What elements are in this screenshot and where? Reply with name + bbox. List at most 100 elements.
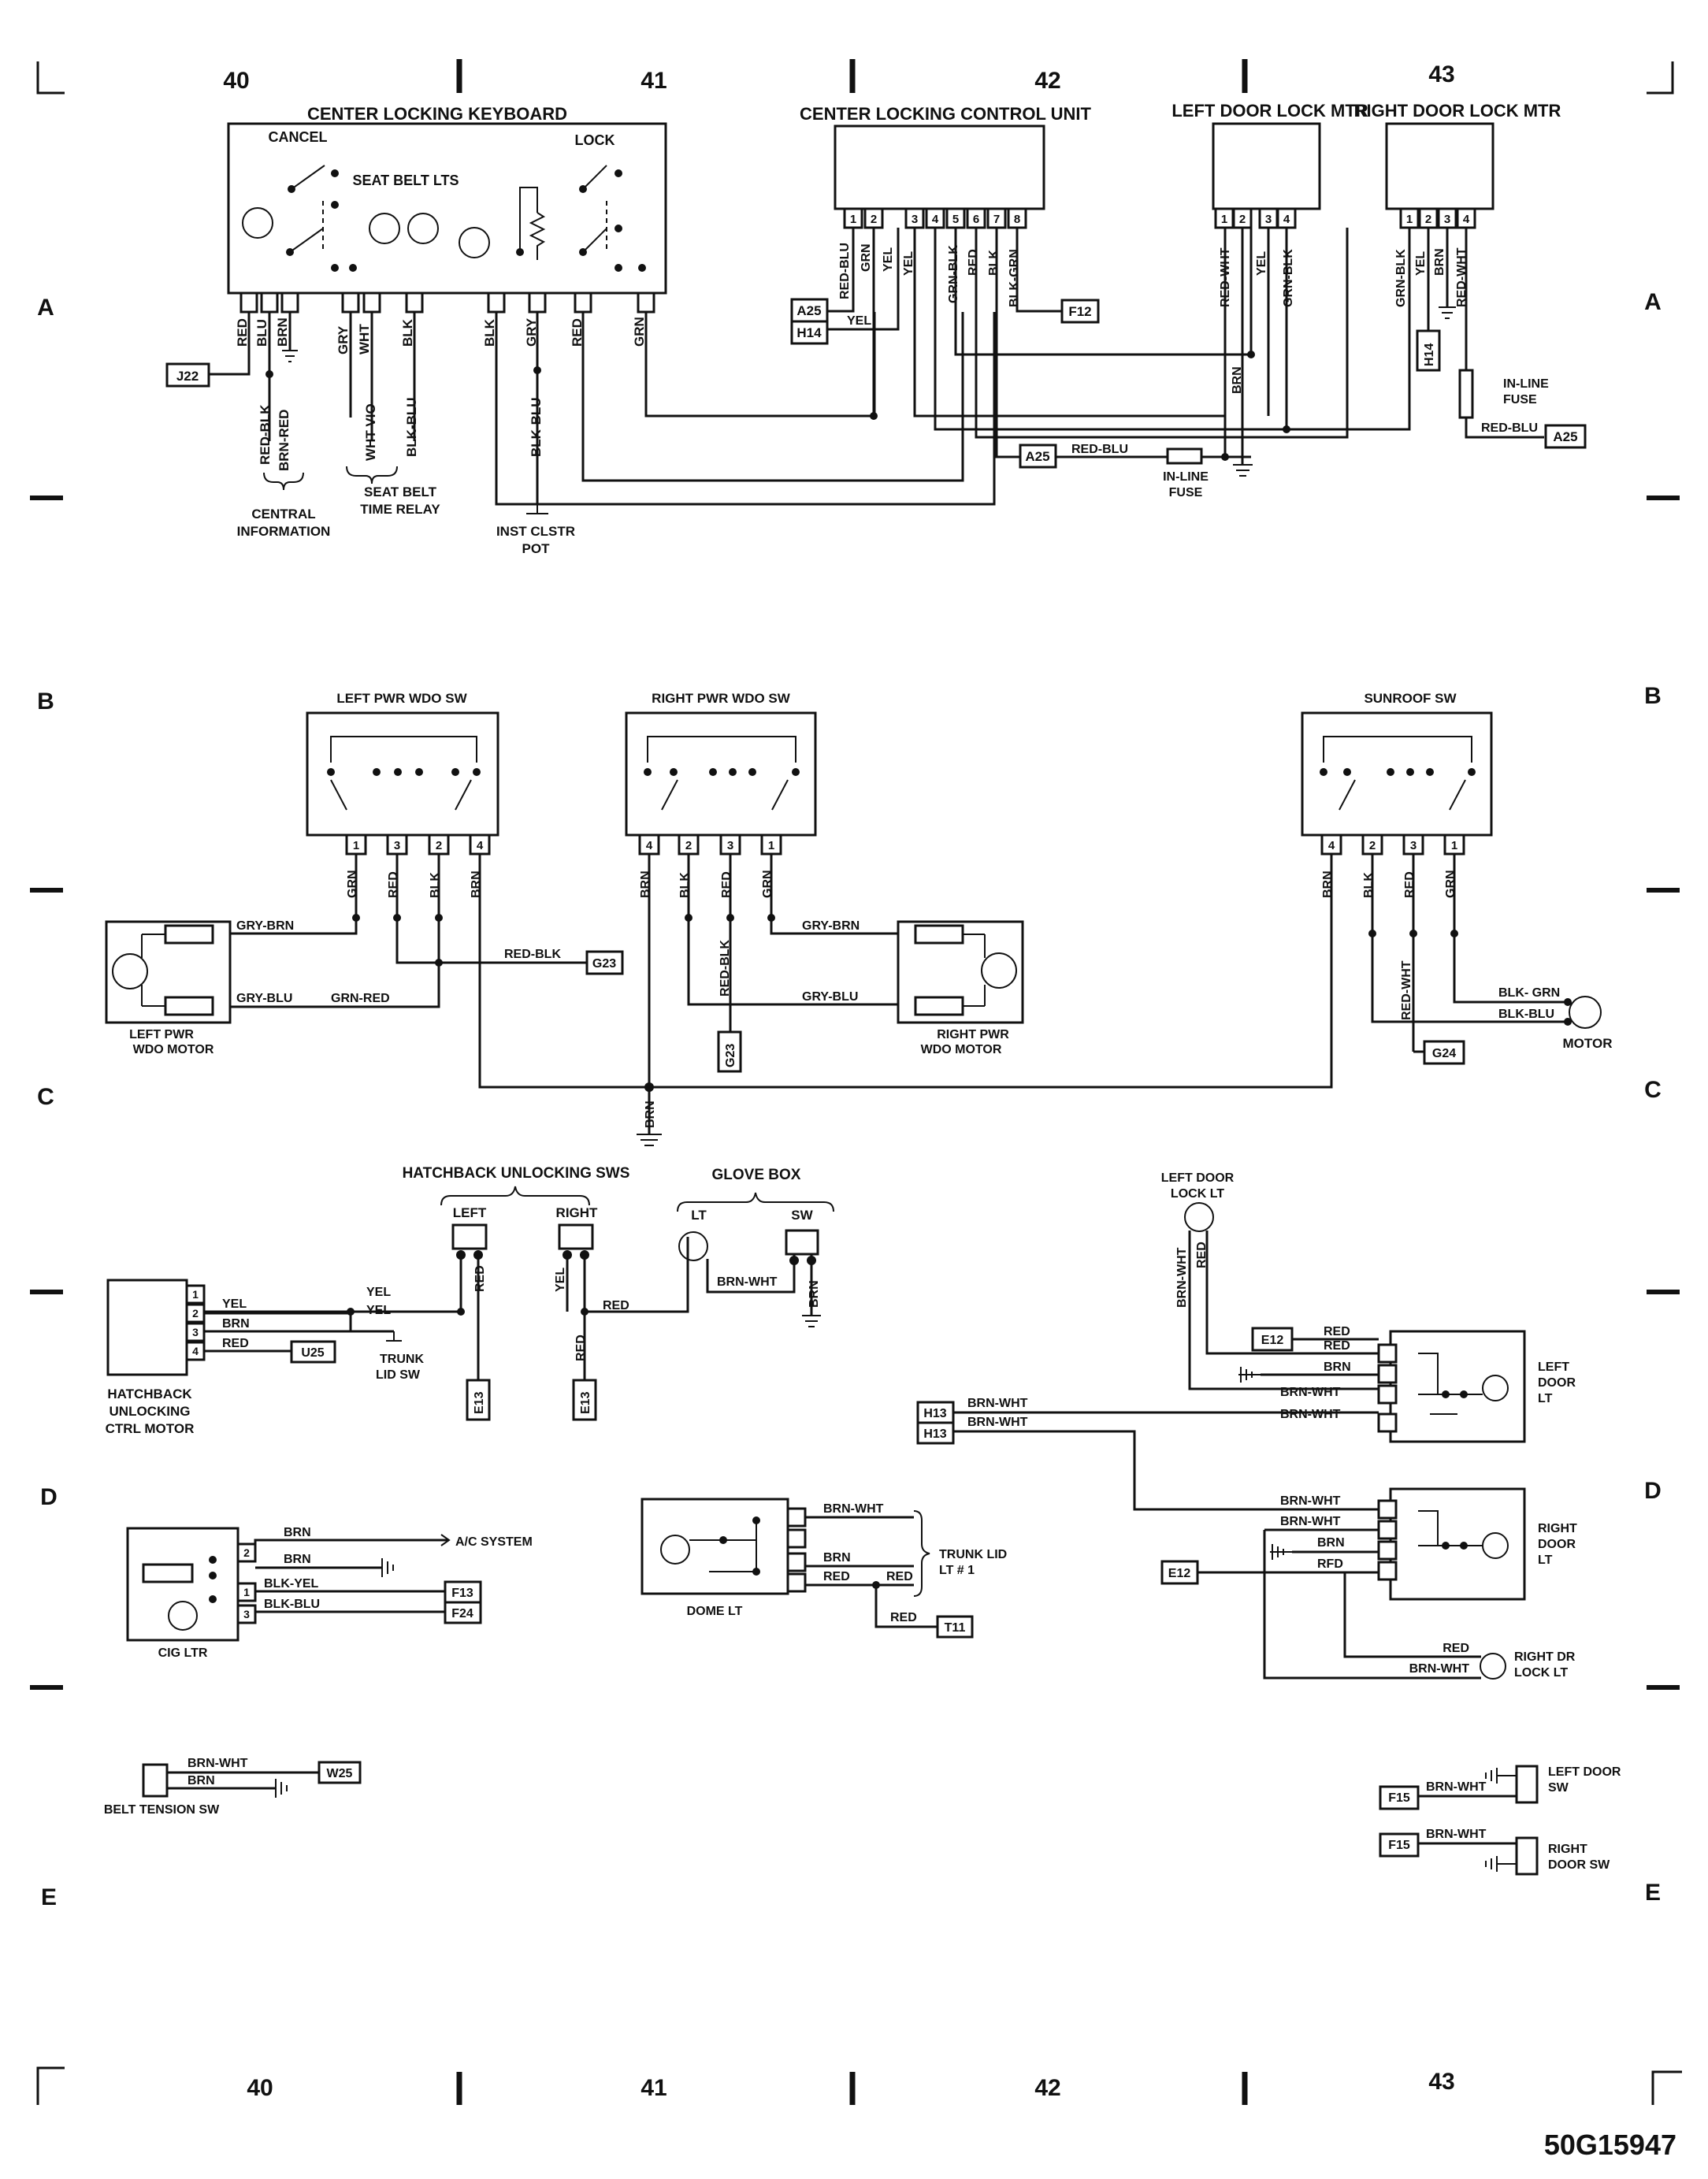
ref-j22: J22 xyxy=(176,369,199,384)
wire-label: GRN xyxy=(632,317,647,347)
right-pwr-wdo-motor: GRY-BRN GRY-BLU RIGHT PWR WDO MOTOR xyxy=(802,919,1024,1056)
wire-label: 5 xyxy=(952,213,959,226)
column-dividers xyxy=(456,59,1248,2105)
wire-label: RED xyxy=(1324,1325,1350,1338)
wire-label: BRN xyxy=(823,1551,851,1565)
wire-label: H13 xyxy=(923,1407,946,1420)
wire-label: 2 xyxy=(685,839,692,852)
wire-label: BLU xyxy=(254,319,269,347)
wire-label: U25 xyxy=(301,1346,324,1360)
row-label: B xyxy=(37,689,54,715)
wire-label: BLK-BLU xyxy=(529,397,544,457)
wire-label: RED xyxy=(1443,1642,1469,1655)
column-label: 43 xyxy=(1428,61,1454,87)
wire-label: LID SW xyxy=(376,1368,421,1382)
center-locking-keyboard: CENTER LOCKING KEYBOARD CANCEL LOCK SEAT… xyxy=(165,104,996,556)
wire-label: BRN xyxy=(808,1280,821,1308)
wire-label: LEFT PWR xyxy=(129,1028,194,1041)
wire-label: 8 xyxy=(1014,213,1020,226)
bulb-icon xyxy=(1480,1653,1506,1680)
wire-label: YEL xyxy=(222,1297,247,1311)
bulb-icon xyxy=(678,1231,708,1261)
wire-label: 4 xyxy=(192,1345,199,1357)
lock-label: LOCK xyxy=(575,132,615,148)
wire-label: 3 xyxy=(394,839,400,852)
wire-label: A/C SYSTEM xyxy=(455,1535,533,1549)
center-locking-control-unit: CENTER LOCKING CONTROL UNIT 1 2 3 4 5 6 … xyxy=(790,104,1349,458)
wire-label: RED-BLK xyxy=(258,404,273,465)
wire-label: IN-LINE xyxy=(1503,377,1549,391)
wire-label: RED xyxy=(967,249,980,276)
left-pwr-wdo-sw: LEFT PWR WDO SW 1 3 2 4 GRN RED BLK BRN xyxy=(230,691,1333,1089)
wire-label: RED-BLU xyxy=(838,243,852,299)
wire-label: RIGHT xyxy=(1548,1843,1587,1856)
component-title: LEFT DOOR LOCK MTR xyxy=(1171,101,1368,121)
wire-label: SW xyxy=(1548,1781,1569,1795)
left-door-lights: LEFT DOOR LOCK LT BRN-WHT RED E12 RED RE… xyxy=(916,1171,1576,1511)
row-label: D xyxy=(1644,1478,1662,1504)
wire-label: CENTRAL xyxy=(251,507,315,522)
wire-label: YEL xyxy=(366,1286,391,1299)
wire-label: GRN-BLK xyxy=(1394,249,1408,307)
wire-label: BRN xyxy=(1321,870,1335,898)
wire-label: 4 xyxy=(477,839,484,852)
wire-label: BRN xyxy=(1433,248,1446,276)
wire-label: TRUNK LID xyxy=(939,1548,1007,1561)
wire-label: BRN-WHT xyxy=(1426,1780,1487,1794)
wire-label: RIGHT PWR xyxy=(937,1028,1009,1041)
wire-label: BRN-WHT xyxy=(188,1757,248,1770)
wire-label: 2 xyxy=(1425,213,1431,226)
wire-label: 3 xyxy=(1265,213,1272,226)
wire-label: A25 xyxy=(1553,429,1577,444)
bulb-icon xyxy=(242,207,273,239)
column-label: 42 xyxy=(1034,68,1060,94)
wire-label: RIGHT DR xyxy=(1514,1650,1576,1664)
row-label: C xyxy=(37,1084,54,1110)
wire-label: BRN-WHT xyxy=(967,1416,1028,1429)
column-label: 41 xyxy=(640,68,666,94)
wire-label: BELT TENSION SW xyxy=(104,1803,220,1817)
wire-label: BLK-BLU xyxy=(1498,1008,1554,1021)
wire-label: BRN-WHT xyxy=(1426,1828,1487,1841)
wire-label: CTRL MOTOR xyxy=(106,1421,195,1436)
wire-label: 3 xyxy=(192,1326,199,1338)
seat-belt-lts-label: SEAT BELT LTS xyxy=(353,173,459,188)
wire-label: 4 xyxy=(646,839,653,852)
wire-label: 1 xyxy=(768,839,774,852)
wire-label: BLK-YEL xyxy=(264,1577,319,1591)
wire-label: GRN xyxy=(860,243,873,272)
wire-label: 3 xyxy=(1444,213,1450,226)
wire-label: BRN xyxy=(1324,1360,1351,1374)
wire-label: 4 xyxy=(1283,213,1290,226)
wire-label: LOCK LT xyxy=(1514,1666,1568,1680)
wire-label: DOOR xyxy=(1538,1376,1576,1390)
motor-icon xyxy=(112,953,148,989)
bulb-icon xyxy=(1482,1375,1509,1401)
wire-label: 2 xyxy=(1369,839,1376,852)
drawing-number: 50G15947 xyxy=(1544,2129,1676,2161)
wire-label: BRN-WHT xyxy=(1175,1247,1189,1308)
motor-icon xyxy=(1569,996,1602,1029)
wire-label: MOTOR xyxy=(1563,1036,1613,1051)
wire-label: 3 xyxy=(912,213,918,226)
wire-label: CIG LTR xyxy=(158,1646,208,1660)
row-label: B xyxy=(1644,683,1662,709)
wire-label: A25 xyxy=(1025,449,1049,464)
wire-label: DOME LT xyxy=(687,1605,743,1618)
wire-label: BRN xyxy=(644,1101,657,1128)
wire-label: 3 xyxy=(727,839,733,852)
wire-label: YEL xyxy=(366,1304,391,1317)
wire-label: F15 xyxy=(1388,1791,1410,1805)
wire-label: 1 xyxy=(1451,839,1457,852)
wire-label: 1 xyxy=(353,839,359,852)
right-door-lights: RIGHT DOOR LT BRN-WHT BRN-WHT BRN RFD E1… xyxy=(1160,1487,1577,1680)
component-title: RIGHT DOOR LOCK MTR xyxy=(1354,101,1561,121)
wire-label: G23 xyxy=(592,957,616,971)
wire-label: F12 xyxy=(1068,304,1091,319)
wire-label: WHT-VIO xyxy=(363,403,378,461)
wire-label: GRY-BRN xyxy=(802,919,860,933)
wire-label: RED xyxy=(886,1570,913,1583)
wire-label: FUSE xyxy=(1503,393,1537,406)
wire-label: RED xyxy=(222,1337,249,1350)
